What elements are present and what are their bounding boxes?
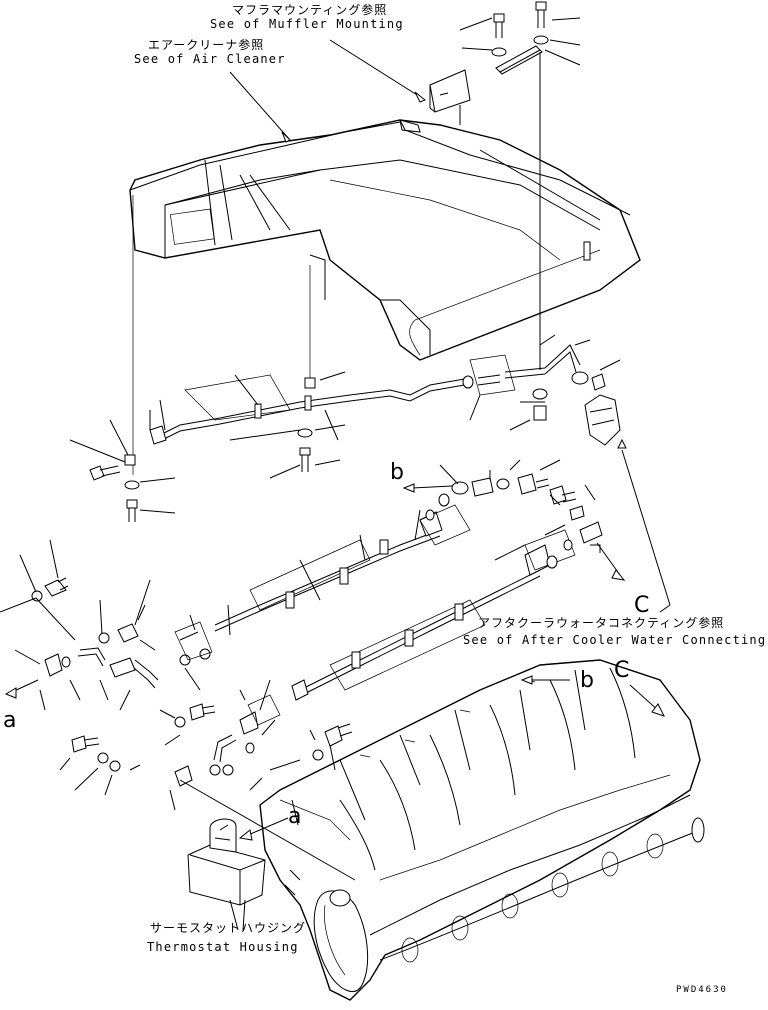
muffler-leader xyxy=(329,39,426,101)
top-fasteners xyxy=(459,1,581,370)
cover-assembly xyxy=(129,119,641,361)
air-cleaner-callout-jp: エアークリーナ参照 xyxy=(148,38,265,52)
upper-water-pipe xyxy=(69,334,621,522)
after-cooler-leader xyxy=(659,604,671,613)
after-cooler-callout-jp: アフタクーラウォータコネクティング参照 xyxy=(478,616,725,630)
ref-letter-b-right: b xyxy=(580,668,594,693)
air-cleaner-leader-arrowhead xyxy=(281,131,291,143)
air-cleaner-callout-en: See of Air Cleaner xyxy=(134,52,286,66)
muffler-callout-en: See of Muffler Mounting xyxy=(210,17,404,31)
ref-letter-c-after-cooler: C xyxy=(634,593,650,618)
ref-letter-a-left: a xyxy=(3,708,17,733)
thermostat-housing xyxy=(187,818,301,931)
thermostat-callout-en: Thermostat Housing xyxy=(147,940,299,954)
muffler-callout-jp: マフラマウンティング参照 xyxy=(232,3,388,17)
ref-letter-c-engine: C xyxy=(614,658,630,683)
muffler-bracket xyxy=(429,45,543,125)
thermostat-callout-jp: サーモスタットハウジング xyxy=(150,921,307,935)
ref-letter-b-upper: b xyxy=(390,460,404,485)
muffler-leader-arrowhead xyxy=(414,91,426,103)
manifold-pipes xyxy=(179,493,626,697)
middle-fittings xyxy=(402,459,596,521)
left-fittings xyxy=(0,539,213,711)
drawing-code: PWD4630 xyxy=(676,985,728,995)
lower-fittings xyxy=(59,679,356,881)
after-cooler-callout-en: See of After Cooler Water Connecting xyxy=(463,633,767,647)
after-cooler-fitting xyxy=(584,394,671,606)
ref-letter-a-engine: a xyxy=(288,804,302,829)
air-cleaner-leader xyxy=(229,71,291,141)
engine-block xyxy=(238,659,705,1001)
